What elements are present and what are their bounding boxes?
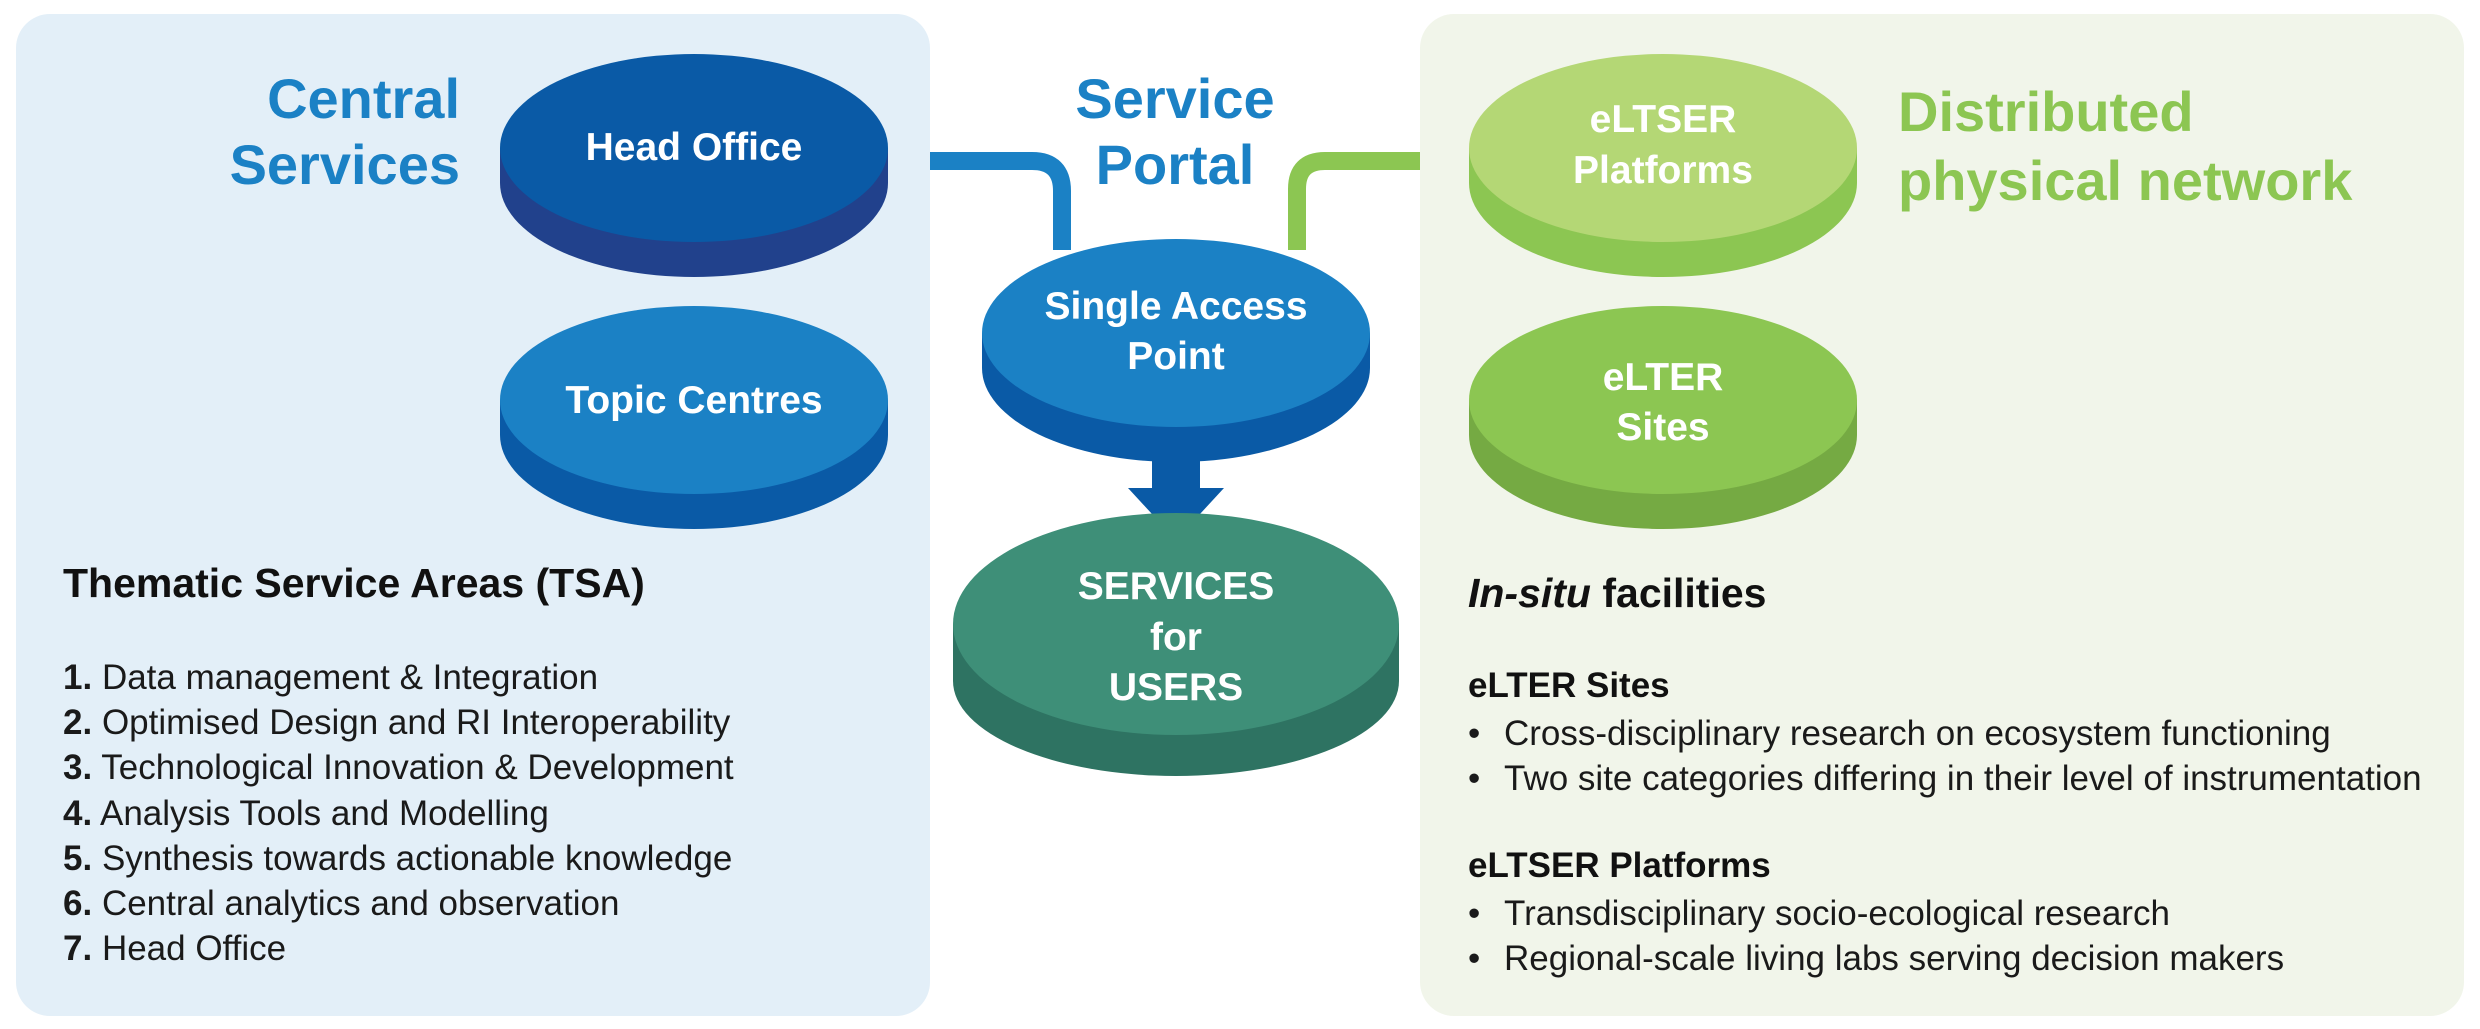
services-label-line3: USERS bbox=[1109, 666, 1243, 709]
sites-bullet-item-text: Two site categories differing in their l… bbox=[1504, 759, 2422, 798]
services-for-users-disc: SERVICES for USERS bbox=[953, 513, 1399, 776]
tsa-item-text: Optimised Design and RI Interoperability bbox=[101, 703, 731, 743]
tsa-item-text: Synthesis towards actionable knowledge bbox=[101, 838, 733, 878]
elter-sites-bullets: • Cross-disciplinary research on ecosyste… bbox=[1468, 711, 2422, 801]
platforms-bullet-item: • Transdisciplinary socio-ecological rese… bbox=[1468, 891, 2284, 936]
sites-bullet-item: • Two site categories differing in their … bbox=[1468, 756, 2422, 801]
tsa-item-number: 3. bbox=[63, 748, 93, 788]
single-access-point-disc: Single Access Point bbox=[982, 239, 1370, 462]
insitu-title-italic: In-situ bbox=[1468, 570, 1591, 616]
tsa-item: 2. Optimised Design and RI Interoperabil… bbox=[63, 700, 734, 745]
sites-label-line1: eLTER bbox=[1603, 356, 1724, 399]
tsa-item: 4. Analysis Tools and Modelling bbox=[63, 791, 734, 836]
eltser-platforms-heading: eLTSER Platforms bbox=[1468, 846, 1771, 885]
tsa-item-number: 6. bbox=[63, 883, 93, 923]
connector-network-to-portal bbox=[1288, 152, 1420, 250]
tsa-title: Thematic Service Areas (TSA) bbox=[63, 560, 645, 606]
tsa-item: 7. Head Office bbox=[63, 926, 734, 971]
platforms-label-line1: eLTSER bbox=[1590, 98, 1737, 141]
distributed-heading-line1: Distributed bbox=[1898, 80, 2194, 143]
sites-bullet-item: • Cross-disciplinary research on ecosyste… bbox=[1468, 711, 2422, 756]
tsa-item: 5. Synthesis towards actionable knowledg… bbox=[63, 836, 734, 881]
portal-heading-line1: Service bbox=[1075, 67, 1275, 130]
portal-heading-line2: Portal bbox=[1095, 132, 1255, 196]
elter-sites-heading: eLTER Sites bbox=[1468, 666, 1670, 705]
sites-label-line2: Sites bbox=[1616, 406, 1709, 449]
topic-centres-disc: Topic Centres bbox=[500, 306, 888, 529]
connector-central-to-portal bbox=[930, 152, 1071, 250]
platforms-bullet-item-text: Regional-scale living labs serving decis… bbox=[1504, 939, 2285, 978]
tsa-item-text: Central analytics and observation bbox=[101, 883, 620, 923]
tsa-item: 6. Central analytics and observation bbox=[63, 881, 734, 926]
tsa-item-number: 2. bbox=[63, 703, 93, 743]
single-access-label-line2: Point bbox=[1127, 335, 1224, 378]
tsa-item-number: 5. bbox=[63, 838, 93, 878]
single-access-label-line1: Single Access bbox=[1044, 285, 1307, 328]
tsa-item: 3. Technological Innovation & Developmen… bbox=[63, 745, 734, 790]
head-office-disc: Head Office bbox=[500, 54, 888, 277]
tsa-item-text: Technological Innovation & Development bbox=[101, 748, 734, 788]
central-heading-line1: Central bbox=[267, 67, 460, 130]
head-office-label: Head Office bbox=[586, 126, 803, 169]
services-label-line2: for bbox=[1150, 616, 1202, 659]
distributed-heading-line2: physical network bbox=[1898, 148, 2353, 212]
service-portal-heading: Service Portal bbox=[1030, 66, 1320, 197]
insitu-title: In-situ facilities bbox=[1468, 570, 1766, 617]
tsa-item: 1. Data management & Integration bbox=[63, 655, 734, 700]
platforms-bullet-item-text: Transdisciplinary socio-ecological resea… bbox=[1504, 894, 2170, 933]
bullet-icon: • bbox=[1468, 894, 1481, 933]
platforms-bullet-item: • Regional-scale living labs serving deci… bbox=[1468, 936, 2284, 981]
elter-sites-disc: eLTER Sites bbox=[1469, 306, 1857, 529]
tsa-item-number: 1. bbox=[63, 658, 93, 697]
services-label-line1: SERVICES bbox=[1078, 565, 1275, 608]
insitu-title-rest: facilities bbox=[1590, 570, 1767, 616]
eltser-platforms-disc: eLTSER Platforms bbox=[1469, 54, 1857, 277]
tsa-item-text: Analysis Tools and Modelling bbox=[100, 793, 549, 833]
eltser-platforms-bullets: • Transdisciplinary socio-ecological rese… bbox=[1468, 891, 2284, 981]
central-heading-line2: Services bbox=[229, 132, 460, 196]
topic-centres-label: Topic Centres bbox=[565, 379, 822, 422]
central-services-heading: Central Services bbox=[190, 66, 460, 197]
bullet-icon: • bbox=[1468, 939, 1481, 978]
platforms-label-line2: Platforms bbox=[1573, 149, 1753, 192]
distributed-network-heading: Distributed physical network bbox=[1898, 78, 2398, 216]
tsa-item-number: 7. bbox=[63, 929, 93, 969]
tsa-item-text: Head Office bbox=[101, 929, 287, 969]
bullet-icon: • bbox=[1468, 714, 1481, 753]
tsa-item-text: Data management & Integration bbox=[101, 658, 599, 697]
sites-bullet-item-text: Cross-disciplinary research on ecosystem… bbox=[1504, 714, 2331, 753]
bullet-icon: • bbox=[1468, 759, 1481, 798]
tsa-item-number: 4. bbox=[63, 793, 93, 833]
